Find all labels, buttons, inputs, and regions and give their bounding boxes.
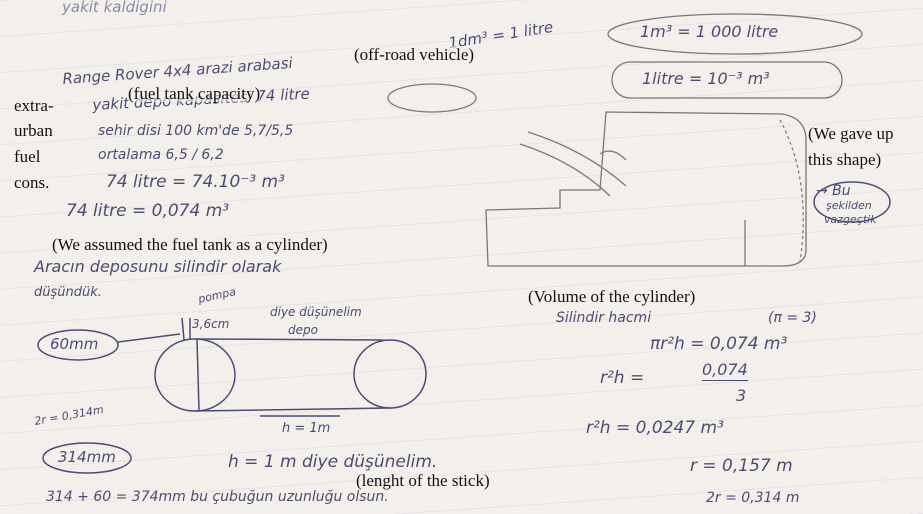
translation-tank-capacity: (fuel tank capacity): [128, 84, 261, 103]
volume-equation-2-numerator: 0,074: [702, 360, 748, 381]
hose-line-1: [527, 131, 627, 187]
calc-step-1: 74 litre = 74.10⁻³ m³: [106, 172, 285, 192]
urban-consumption-note: sehir disi 100 km'de 5,7/5,5: [98, 123, 294, 139]
radius-result: r = 0,157 m: [690, 456, 793, 476]
translation-extra: extra-: [14, 96, 54, 115]
h-label: h = 1m: [282, 421, 331, 436]
average-consumption-note: ortalama 6,5 / 6,2: [98, 147, 224, 163]
litre-equation: 1litre = 10⁻³ m³: [642, 69, 770, 88]
mm60-label: 60mm: [50, 335, 99, 353]
tank-shape-outline: [485, 111, 807, 267]
cylinder-volume-heading: Silindir hacmi: [556, 310, 652, 326]
calc-step-2: 74 litre = 0,074 m³: [66, 201, 230, 221]
result-2r: 2r = 0,314 m: [706, 490, 800, 506]
top-fragment-text: yakit kaldigini: [62, 0, 167, 16]
capacity-circle: [387, 83, 477, 113]
h-assumption-note: h = 1 m diye düşünelim.: [228, 452, 438, 472]
gave-up-circle: [813, 181, 891, 223]
assume-cylinder-note-2: düşündük.: [34, 285, 102, 300]
m3-conversion-box: [607, 13, 863, 55]
vazgectik-note: vazgeçtik: [824, 213, 877, 226]
mm314-circle: [42, 442, 132, 474]
hose-line-2: [519, 143, 611, 197]
translation-urban: urban: [14, 121, 53, 140]
pump-pipe: [181, 317, 185, 341]
translation-stick-length: (lenght of the stick): [356, 471, 490, 490]
translation-gave-up-1: (We gave up: [808, 124, 894, 143]
pi-value-note: (π = 3): [768, 310, 817, 326]
mm60-circle: [37, 329, 119, 361]
cylinder-diameter-line: [196, 339, 200, 411]
depot-note-2: depo: [288, 323, 318, 337]
sekilden-note: şekilden: [826, 199, 872, 212]
cylinder-right-cap: [353, 339, 427, 409]
arrow-to-60mm: [117, 333, 181, 343]
volume-equation-2-left: r²h =: [600, 368, 645, 388]
translation-fuel: fuel: [14, 147, 41, 166]
stick-sum-note: 314 + 60 = 374mm bu çubuğun uzunluğu ols…: [46, 489, 389, 505]
arrow-bu-note: → Bu: [816, 183, 851, 199]
translation-cons: cons.: [14, 173, 50, 192]
volume-equation-1: πr²h = 0,074 m³: [650, 334, 788, 354]
translation-offroad: (off-road vehicle): [354, 45, 475, 64]
volume-equation-2-denominator: 3: [736, 386, 747, 405]
volume-equation-3: r²h = 0,0247 m³: [586, 418, 724, 438]
cylinder-bottom-edge: [194, 407, 391, 412]
pump-size-label: 3,6cm: [192, 317, 230, 331]
translation-cylinder-volume: (Volume of the cylinder): [528, 287, 696, 306]
mm314-label: 314mm: [58, 448, 116, 466]
cylinder-left-cap: [154, 338, 236, 412]
cylinder-top-edge: [194, 338, 391, 341]
assume-cylinder-note-1: Aracın deposunu silindir olarak: [34, 257, 282, 276]
dashed-curve: [779, 119, 804, 263]
depot-note-1: diye düşünelim: [270, 305, 362, 319]
m3-equation: 1m³ = 1 000 litre: [640, 22, 779, 41]
litre-conversion-box: [611, 61, 843, 99]
translation-gave-up-2: this shape): [808, 150, 882, 169]
hose-line-3: [599, 150, 627, 161]
translation-assumed-cylinder: (We assumed the fuel tank as a cylinder): [52, 235, 328, 254]
